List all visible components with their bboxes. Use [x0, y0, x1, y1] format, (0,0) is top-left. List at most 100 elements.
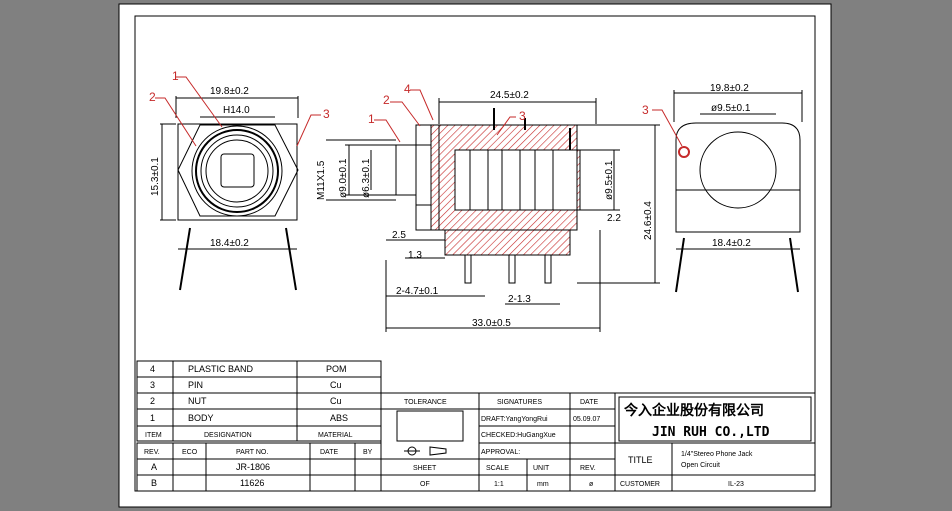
title-block — [614, 392, 816, 492]
rev-header-by: BY — [363, 449, 373, 456]
front-dim-height: 15.3±0.1 — [150, 157, 161, 196]
front-dim-top-width: 19.8±0.2 — [210, 86, 249, 97]
side-callout-4: 4 — [404, 82, 411, 96]
front-dim-hex: H14.0 — [223, 105, 250, 116]
rev-header-part: PART NO. — [236, 449, 268, 456]
rev-row-b: B — [151, 478, 157, 488]
rear-view: 19.8±0.2 ø9.5±0.1 18.4±0.2 3 — [642, 83, 803, 293]
side-dim-dia-95: ø9.5±0.1 — [604, 160, 615, 200]
customer-label: CUSTOMER — [620, 481, 660, 488]
side-plastic-band — [430, 124, 440, 231]
side-base-section — [444, 229, 571, 256]
side-bushing — [395, 144, 417, 196]
rev-value: ø — [589, 481, 594, 488]
side-callout-3: 3 — [519, 109, 526, 123]
bom-material-2: Cu — [330, 396, 342, 406]
bom-designation-1: BODY — [188, 413, 214, 423]
rear-body-outline — [675, 122, 801, 233]
bom-item-4: 4 — [150, 364, 155, 374]
bom-header-designation: DESIGNATION — [204, 432, 252, 439]
front-callout-1: 1 — [172, 69, 179, 83]
sheet-outer-border — [118, 3, 832, 508]
front-plug-hole — [220, 153, 255, 188]
side-dim-pin-dia: 2-4.7±0.1 — [396, 286, 439, 297]
title-label: TITLE — [628, 455, 653, 465]
rear-dim-dia: ø9.5±0.1 — [711, 103, 751, 114]
front-bush-circle — [200, 134, 274, 208]
company-name-en: JIN RUH CO.,LTD — [652, 425, 770, 440]
side-dim-length: 24.5±0.2 — [490, 90, 529, 101]
rev-part-a: JR-1806 — [236, 462, 270, 472]
draft-signature: DRAFT:YangYongRui — [481, 416, 548, 423]
bom-material-4: POM — [326, 364, 347, 374]
date-label: DATE — [580, 399, 598, 406]
company-name-cn: 今入企业股份有限公司 — [623, 402, 764, 419]
bom-text: 4 PLASTIC BAND POM 3 PIN Cu 2 NUT Cu 1 B… — [145, 364, 353, 439]
side-callout-2: 2 — [383, 93, 390, 107]
front-dim-bottom-width: 18.4±0.2 — [210, 238, 249, 249]
side-dim-1-3: 1.3 — [408, 250, 422, 261]
side-pin-2 — [508, 254, 516, 284]
bom-material-3: Cu — [330, 380, 342, 390]
front-pin-left — [179, 227, 191, 291]
side-dim-dia-6: ø6.3±0.1 — [361, 158, 372, 198]
rev-header-date: DATE — [320, 449, 338, 456]
sheet-label: SHEET — [413, 465, 437, 472]
front-inner-circle — [205, 139, 269, 203]
bom-designation-3: PIN — [188, 380, 203, 390]
rear-dim-bottom-width: 18.4±0.2 — [712, 238, 751, 249]
side-view: 24.5±0.2 M11X1.5 ø9.0±0.1 ø6.3±0.1 ø9.5±… — [316, 82, 660, 332]
front-pin-right — [285, 227, 297, 291]
rev-part-b: 11626 — [240, 478, 264, 488]
bom-item-1: 1 — [150, 413, 155, 423]
title-line-1: 1/4"Stereo Phone Jack — [681, 451, 753, 458]
front-hex-nut — [177, 124, 299, 217]
title-line-2: Open Circuit — [681, 462, 720, 469]
side-pin-3 — [544, 254, 552, 284]
side-dim-pin-pitch: 2-1.3 — [508, 294, 531, 305]
bom-item-2: 2 — [150, 396, 155, 406]
revision-text: REV. ECO PART NO. DATE BY A JR-1806 B 11… — [144, 449, 373, 488]
rev-label: REV. — [580, 465, 596, 472]
bom-table — [136, 360, 382, 442]
unit-label: UNIT — [533, 465, 550, 472]
draft-date: 05.09.07 — [573, 416, 600, 423]
scale-value: 1:1 — [494, 481, 504, 488]
bom-item-3: 3 — [150, 380, 155, 390]
side-dim-total: 33.0±0.5 — [472, 318, 511, 329]
rev-header-eco: ECO — [182, 449, 198, 456]
side-nut — [415, 124, 432, 231]
bom-designation-2: NUT — [188, 396, 207, 406]
side-dim-2-2: 2.2 — [607, 213, 621, 224]
front-outer-circle — [191, 125, 283, 217]
tolerance-text: TOLERANCE SIGNATURES DATE DRAFT:YangYong… — [404, 399, 600, 488]
scale-label: SCALE — [486, 465, 509, 472]
title-text: 今入企业股份有限公司 JIN RUH CO.,LTD TITLE 1/4"Ste… — [620, 402, 770, 488]
signatures-label: SIGNATURES — [497, 399, 542, 406]
front-thread-circle — [195, 129, 279, 213]
bom-material-1: ABS — [330, 413, 348, 423]
unit-value: mm — [537, 481, 549, 488]
tolerance-label: TOLERANCE — [404, 399, 447, 406]
side-dim-height: 24.6±0.4 — [643, 201, 654, 240]
side-callout-1: 1 — [368, 112, 375, 126]
rev-header-rev: REV. — [144, 449, 160, 456]
bom-header-material: MATERIAL — [318, 432, 353, 439]
rear-callout-3: 3 — [642, 103, 649, 117]
side-dim-2-5: 2.5 — [392, 230, 406, 241]
front-callout-3: 3 — [323, 107, 330, 121]
bom-designation-4: PLASTIC BAND — [188, 364, 254, 374]
front-view: 19.8±0.2 H14.0 15.3±0.1 18.4±0.2 1 2 3 — [149, 69, 330, 291]
front-callout-2: 2 — [149, 90, 156, 104]
approval-signature: APPROVAL: — [481, 449, 520, 456]
tolerance-block — [380, 392, 616, 492]
rear-circle — [699, 131, 777, 209]
sheet-value: OF — [420, 481, 430, 488]
side-dim-dia-9: ø9.0±0.1 — [338, 158, 349, 198]
side-pin-1 — [464, 254, 472, 284]
rev-row-a: A — [151, 462, 157, 472]
rear-dim-top-width: 19.8±0.2 — [710, 83, 749, 94]
drawing-number: IL-23 — [728, 481, 744, 488]
